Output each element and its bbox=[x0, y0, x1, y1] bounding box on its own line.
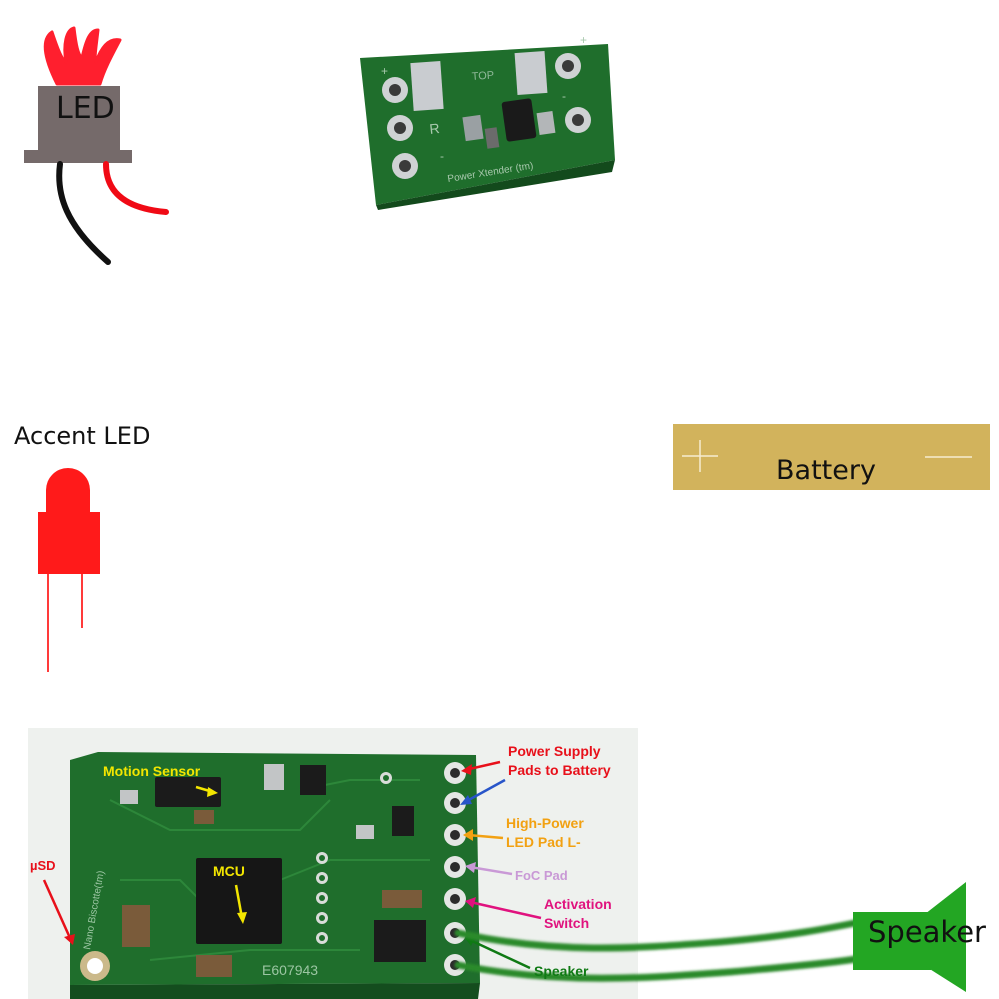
accent-led-label: Accent LED bbox=[14, 422, 151, 450]
speaker-icon bbox=[853, 882, 966, 992]
svg-text:-: - bbox=[562, 89, 566, 103]
svg-text:+: + bbox=[381, 64, 388, 78]
battery-icon bbox=[673, 424, 990, 490]
led-drawing bbox=[24, 26, 169, 265]
led-flange bbox=[24, 150, 132, 163]
svg-text:-: - bbox=[440, 149, 444, 163]
led-black-wire bbox=[56, 161, 111, 265]
power-xtender-board: TOP R Power Xtender (tm) + + - - bbox=[360, 33, 615, 210]
power-supply-label-line2: Pads to Battery bbox=[508, 762, 611, 778]
led-body bbox=[38, 86, 120, 152]
accent-led-icon bbox=[38, 468, 100, 672]
speaker-wires bbox=[454, 918, 866, 982]
battery-label: Battery bbox=[776, 455, 876, 486]
xtender-top-label: TOP bbox=[471, 69, 494, 83]
motion-sensor-label: Motion Sensor bbox=[103, 763, 201, 779]
led-red-wire bbox=[103, 161, 169, 215]
high-power-label-line2: LED Pad L- bbox=[506, 834, 581, 850]
high-power-label: High-Power bbox=[506, 815, 584, 831]
xtender-r-label: R bbox=[429, 120, 441, 137]
led-glow-icon bbox=[43, 26, 122, 86]
activation-switch-label: Activation bbox=[544, 896, 612, 912]
mcu-label: MCU bbox=[213, 863, 245, 879]
usd-label: µSD bbox=[30, 858, 56, 873]
svg-text:+: + bbox=[580, 33, 587, 47]
speaker-label: Speaker bbox=[868, 915, 986, 949]
led-label: LED bbox=[56, 91, 115, 126]
activation-switch-label-line2: Switch bbox=[544, 915, 590, 931]
foc-pad-label: FoC Pad bbox=[515, 868, 568, 883]
motion-sensor-chip bbox=[155, 777, 221, 807]
power-supply-label: Power Supply bbox=[508, 743, 601, 759]
speaker-pad-label: Speaker bbox=[534, 963, 589, 979]
main-board: E607943 Nano Biscotte(tm) bbox=[28, 728, 638, 999]
board-id-label: E607943 bbox=[262, 962, 318, 978]
